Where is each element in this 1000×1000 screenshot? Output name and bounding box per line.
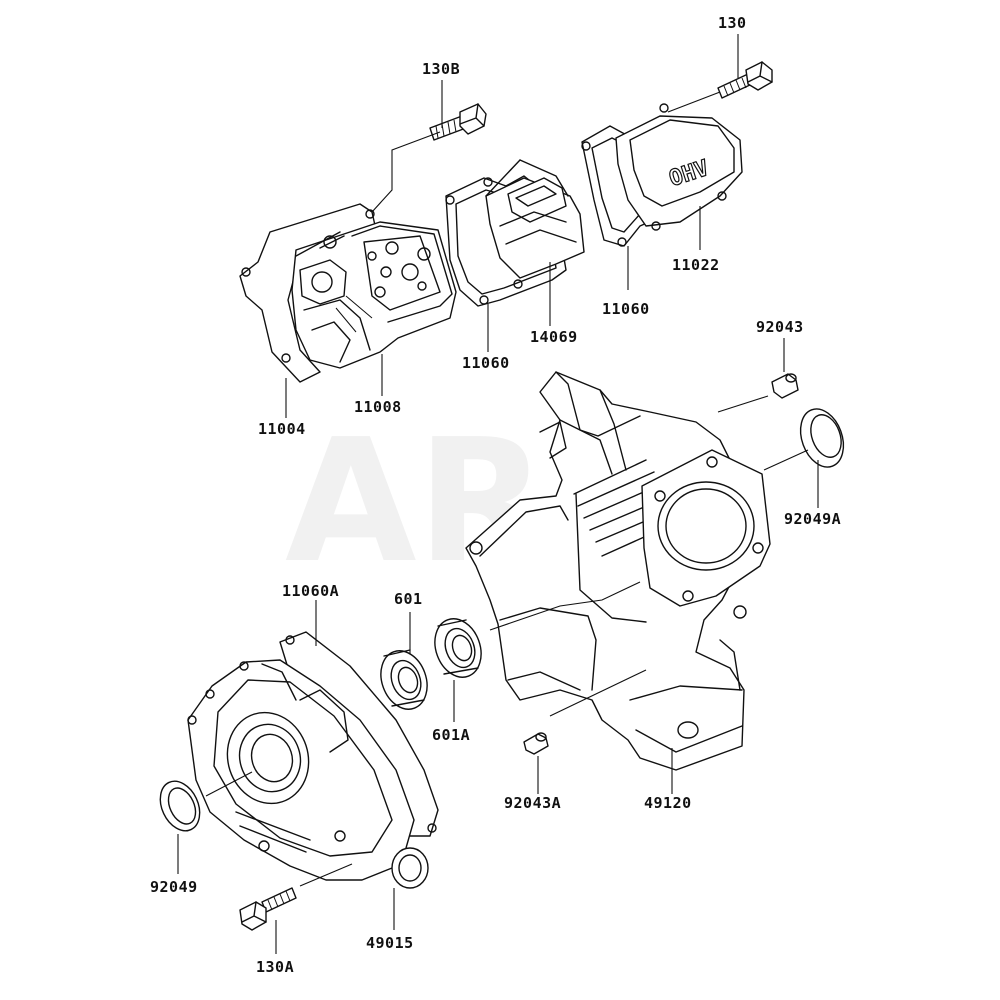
label-130: 130 [718, 14, 747, 32]
label-11022: 11022 [672, 256, 720, 274]
bolt-130b[interactable] [429, 103, 487, 141]
bolt-130[interactable] [717, 61, 773, 99]
label-11060-left: 11060 [462, 354, 510, 372]
ball-bearing-601a[interactable] [427, 612, 489, 683]
label-601a: 601A [432, 726, 470, 744]
ball-bearing-601[interactable] [373, 644, 435, 715]
label-601: 601 [394, 590, 423, 608]
label-49120: 49120 [644, 794, 692, 812]
dowel-pin-92043[interactable] [771, 373, 799, 399]
label-11060a: 11060A [282, 582, 339, 600]
label-11060-right: 11060 [602, 300, 650, 318]
label-11004: 11004 [258, 420, 306, 438]
crankcase-49120[interactable] [465, 371, 771, 771]
valve-cover-14069[interactable] [485, 159, 585, 279]
label-92049: 92049 [150, 878, 198, 896]
label-130a: 130A [256, 958, 294, 976]
label-92043a: 92043A [504, 794, 561, 812]
cylinder-head-11008[interactable] [291, 221, 457, 369]
label-92043: 92043 [756, 318, 804, 336]
dowel-pin-92043a[interactable] [523, 732, 549, 755]
label-14069: 14069 [530, 328, 578, 346]
label-92049a: 92049A [784, 510, 841, 528]
oil-seal-92049[interactable] [153, 775, 208, 837]
crankcase-cover-49015[interactable] [187, 659, 429, 889]
label-49015: 49015 [366, 934, 414, 952]
gasket-11004[interactable] [239, 203, 377, 383]
bolt-130a[interactable] [239, 887, 297, 931]
ohv-cover-11022[interactable]: OHV [615, 115, 743, 231]
label-11008: 11008 [354, 398, 402, 416]
label-130b: 130B [422, 60, 460, 78]
oil-seal-92049a[interactable] [793, 403, 851, 473]
